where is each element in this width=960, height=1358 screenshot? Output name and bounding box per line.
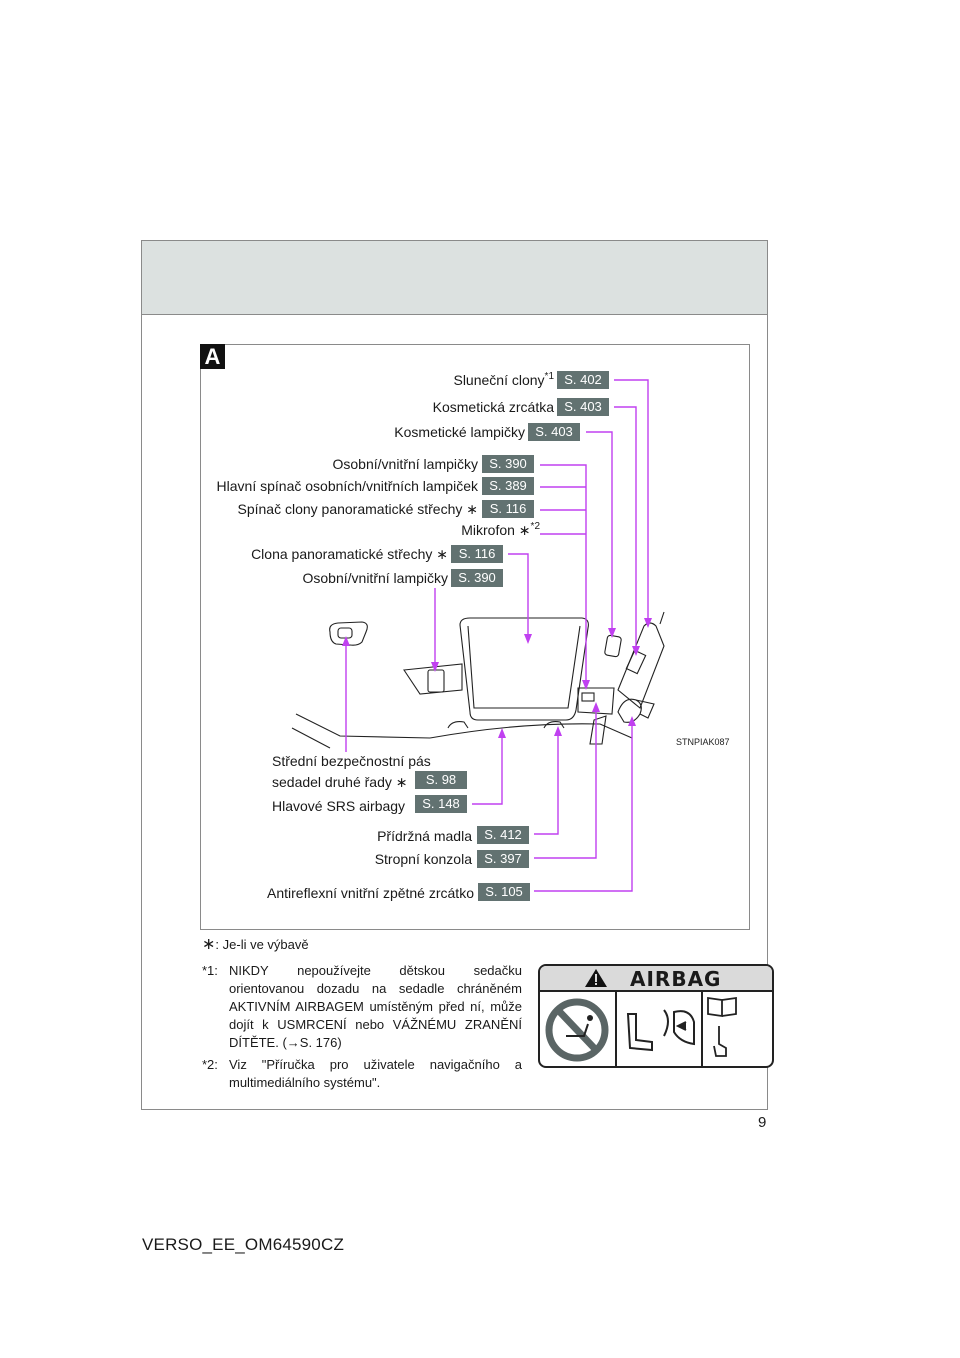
page-ref-badge[interactable]: S. 390 <box>482 455 534 473</box>
leader-lines <box>345 379 649 892</box>
callout-label-vanity-lights: Kosmetické lampičky <box>394 424 525 440</box>
figure-a: A STNPIAK087 <box>200 344 750 930</box>
page-number: 9 <box>758 1114 767 1131</box>
page-ref-badge[interactable]: S. 389 <box>482 477 534 495</box>
image-code: STNPIAK087 <box>676 737 730 747</box>
callout-label-roof-shade-switch: Spínač clony panoramatické střechy ∗ <box>237 501 478 517</box>
callout-label-main-light-switch: Hlavní spínač osobních/vnitřních lampiče… <box>216 478 478 494</box>
page-frame <box>141 240 768 1110</box>
leader-overhead-console <box>534 706 597 859</box>
leader-vanity-lights <box>586 431 613 634</box>
panoramic-roof-inner <box>467 625 581 709</box>
warning-triangle-icon <box>585 969 607 987</box>
airbag-pictograms <box>545 992 737 1066</box>
page-ref-badge[interactable]: S. 98 <box>415 771 467 789</box>
airbag-label-title: AIRBAG <box>630 967 722 991</box>
mirror-mount <box>589 715 607 745</box>
roofline-left <box>295 713 431 739</box>
console-switch <box>581 692 595 702</box>
side-console <box>403 663 463 695</box>
rear-lamp-lens <box>337 627 353 639</box>
page-ref-badge[interactable]: S. 412 <box>477 826 529 844</box>
page-ref-badge[interactable]: S. 397 <box>477 850 529 868</box>
airbag-warning-label: AIRBAG <box>538 964 774 1068</box>
leader-sun-visors <box>614 379 649 624</box>
leader-curtain-airbags <box>472 732 503 805</box>
callout-label-overhead-console: Stropní konzola <box>374 851 472 867</box>
assist-grip-left <box>447 721 469 729</box>
callout-label-vanity-mirrors: Kosmetická zrcátka <box>432 399 554 415</box>
callout-label-personal-lights-front: Osobní/vnitřní lampičky <box>332 456 479 472</box>
roofline-front <box>429 723 633 739</box>
leader-vanity-mirrors <box>614 406 637 652</box>
page-ref-badge[interactable]: S. 390 <box>451 569 503 587</box>
figure-letter: A <box>200 344 225 369</box>
note-asterisk: ∗: Je-li ve výbavě <box>202 936 309 953</box>
no-rear-facing-seat-icon <box>545 998 609 1062</box>
page-ref-badge[interactable]: S. 403 <box>528 423 580 441</box>
page-ref-badge[interactable]: S. 148 <box>415 795 467 813</box>
vanity-mirror <box>625 649 647 675</box>
rearview-mirror <box>617 698 642 723</box>
leader-arrowheads <box>342 618 652 738</box>
footnotes: ∗: Je-li ve výbavě *1: NIKDY nepoužívejt… <box>202 936 522 1096</box>
airbag-deployment-icon <box>626 1009 695 1052</box>
airbag-label-header: AIRBAG <box>540 966 772 992</box>
document-id: VERSO_EE_OM64590CZ <box>142 1235 345 1254</box>
callout-label-sun-visors: Sluneční clony*1 <box>453 371 554 388</box>
leader-auto-dim-mirror <box>534 720 633 892</box>
leader-assist-grips <box>534 730 559 835</box>
callout-label-auto-dim-mirror: Antireflexní vnitřní zpětné zrcátko <box>267 885 474 901</box>
side-lamp <box>427 669 445 693</box>
panoramic-roof <box>459 617 589 721</box>
callout-label-roof-shade: Clona panoramatické střechy ∗ <box>251 546 448 562</box>
page-ref-badge[interactable]: S. 116 <box>482 500 534 518</box>
vanity-lamp <box>604 634 622 658</box>
callout-label-center-seatbelt: sedadel druhé řady ∗ <box>272 774 408 790</box>
page-ref-badge[interactable]: S. 116 <box>451 545 503 563</box>
note-2: *2: Viz "Příručka pro uživatele navigačn… <box>202 1057 522 1090</box>
sun-visor <box>617 622 665 709</box>
callout-label-curtain-airbags: Hlavové SRS airbagy <box>272 798 406 814</box>
rear-lamp-shape <box>329 621 368 646</box>
callout-label-center-seatbelt-line1: Střední bezpečnostní pás <box>272 753 431 769</box>
overhead-console <box>577 687 615 715</box>
page-ref-badge[interactable]: S. 402 <box>557 371 609 389</box>
page-ref-badge[interactable]: S. 105 <box>478 883 530 901</box>
car-interior-drawing <box>291 611 665 749</box>
assist-grip-right <box>543 721 565 729</box>
note-1: *1: NIKDY nepoužívejte dětskou sedačku o… <box>202 963 522 1050</box>
read-manual-icon <box>707 996 737 1057</box>
callout-label-microphone: Mikrofon ∗*2 <box>461 521 540 538</box>
callout-label-personal-lights-rear: Osobní/vnitřní lampičky <box>302 570 449 586</box>
page-ref-badge[interactable]: S. 403 <box>557 398 609 416</box>
section-header-band <box>142 241 767 315</box>
leader-roof-shade <box>508 553 529 640</box>
callout-label-assist-grips: Přídržná madla <box>377 828 472 844</box>
leader-console-group <box>540 464 587 686</box>
